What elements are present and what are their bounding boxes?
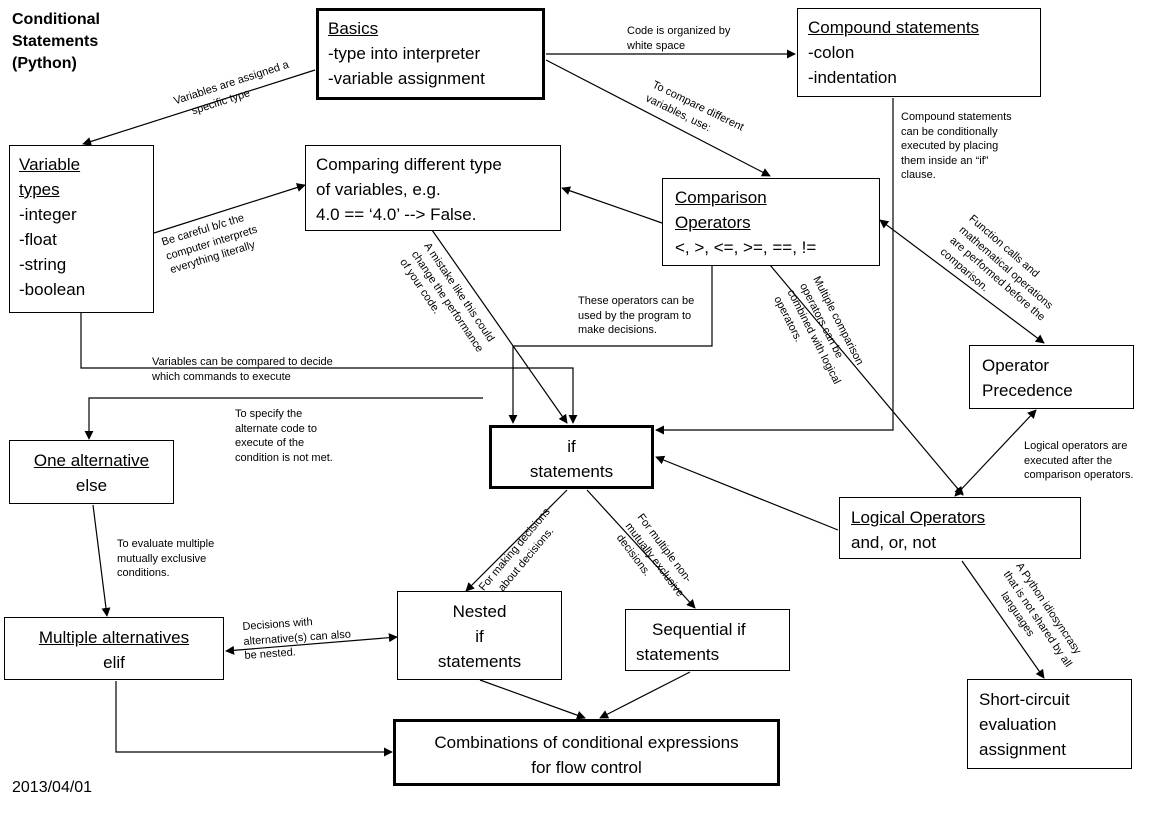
node-basics: Basics -type into interpreter -variable … — [316, 8, 545, 100]
node-one-alternative: One alternative else — [9, 440, 174, 504]
label-ops-decisions: These operators can be used by the progr… — [578, 295, 695, 336]
arrow-basics-to-variable-types — [82, 69, 316, 146]
arrow-variable-types-to-if — [80, 313, 578, 424]
arrow-one-to-multiple — [92, 504, 111, 617]
label-whitespace: Code is organized by white space — [627, 25, 731, 52]
arrow-comparison-ops-to-comparing — [561, 186, 663, 224]
node-comparison-operators: Comparison Operators <, >, <=, >=, ==, !… — [662, 178, 880, 266]
diagram-title: Conditional Statements (Python) — [12, 11, 100, 72]
node-sequential-if: Sequential if statements — [625, 609, 790, 671]
node-multiple-alternatives: Multiple alternatives elif — [4, 617, 224, 680]
label-compound-if: Compound statements can be conditionally… — [901, 111, 1012, 181]
arrow-multiple-nested — [225, 633, 398, 655]
arrow-logical-ops-to-if — [655, 455, 839, 531]
arrow-comparison-ops-to-if — [508, 265, 713, 424]
arrow-nested-to-combinations — [479, 679, 586, 720]
arrow-comparing-to-if — [431, 229, 568, 424]
arrow-sequential-to-combinations — [599, 671, 691, 719]
label-nested-alt: Decisions with alternative(s) can also b… — [242, 616, 352, 662]
node-compound-statements: Compound statements -colon -indentation — [797, 8, 1041, 97]
arrow-comparison-ops-to-logical-ops — [769, 264, 964, 496]
arrow-variable-types-to-comparing — [153, 183, 306, 234]
arrow-logical-to-short-circuit — [961, 560, 1045, 679]
node-operator-precedence: Operator Precedence — [969, 345, 1134, 409]
node-logical-operators: Logical Operators and, or, not — [839, 497, 1081, 559]
arrow-comparison-precedence — [879, 219, 1045, 344]
date-label: 2013/04/01 — [12, 779, 93, 796]
arrow-to-one-alternative — [84, 397, 483, 440]
node-comparing-types: Comparing different type of variables, e… — [305, 145, 561, 231]
arrow-basics-to-comparison-ops — [545, 59, 771, 177]
arrow-multiple-to-combinations — [115, 681, 393, 757]
label-logical-after: Logical operators are executed after the… — [1024, 440, 1134, 481]
node-nested-if: Nested if statements — [397, 591, 562, 680]
arrow-if-to-sequential — [586, 489, 696, 609]
node-if-statements: if statements — [489, 425, 654, 489]
node-short-circuit: Short-circuit evaluation assignment — [967, 679, 1132, 769]
label-mutually-exclusive: To evaluate multiple mutually exclusive … — [117, 538, 215, 579]
arrow-precedence-logical — [954, 409, 1037, 497]
arrow-compound-to-if — [655, 98, 894, 435]
node-variable-types: Variable types -integer -float -string -… — [9, 145, 154, 313]
label-vars-compared: Variables can be compared to decide whic… — [152, 356, 333, 383]
node-combinations: Combinations of conditional expressions … — [393, 719, 780, 786]
arrow-if-to-nested — [465, 489, 568, 592]
label-alternate-code: To specify the alternate code to execute… — [235, 408, 333, 464]
